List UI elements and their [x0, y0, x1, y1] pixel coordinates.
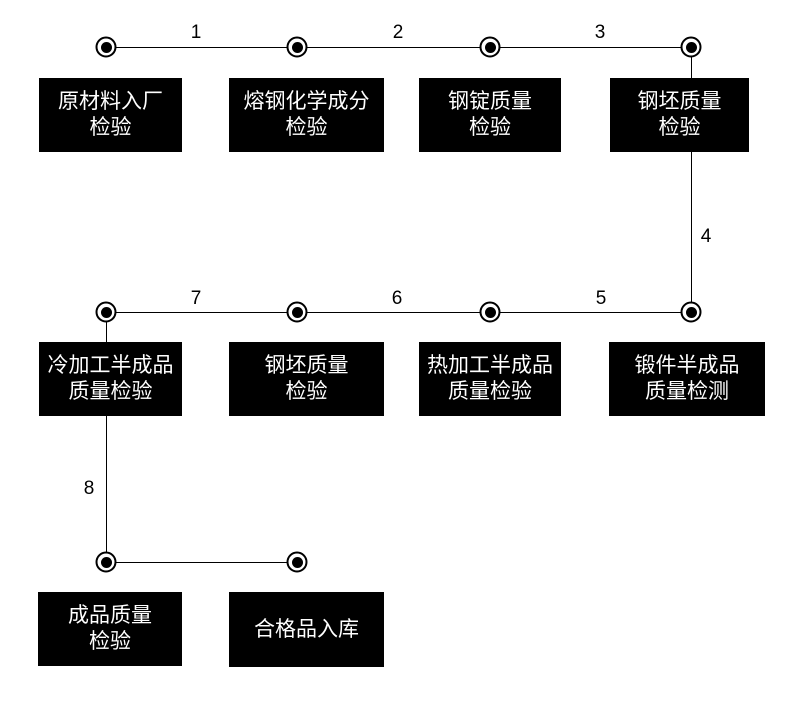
box-cold-worked-semifinished-quality-inspection: 冷加工半成品 质量检验: [39, 342, 182, 416]
connector-node-icon: [286, 301, 308, 323]
edge-line-right-vertical: [691, 47, 692, 312]
box-qualified-product-storage: 合格品入库: [229, 592, 384, 667]
connector-node-icon: [680, 301, 702, 323]
edge-label-8: 8: [83, 478, 95, 499]
connector-node-icon: [95, 551, 117, 573]
edge-line-middle-row: [106, 312, 691, 313]
edge-label-7: 7: [190, 288, 202, 309]
connector-node-icon: [286, 551, 308, 573]
edge-line-bottom-row: [106, 562, 297, 563]
box-raw-material-entry-inspection: 原材料入厂 检验: [39, 78, 182, 152]
box-billet-quality-inspection-top: 钢坯质量 检验: [610, 78, 749, 152]
box-steel-ingot-quality-inspection: 钢锭质量 检验: [419, 78, 561, 152]
box-hot-worked-semifinished-quality-inspection: 热加工半成品 质量检验: [419, 342, 561, 416]
connector-node-icon: [286, 36, 308, 58]
edge-line-left-vertical: [106, 312, 107, 562]
connector-node-icon: [95, 301, 117, 323]
box-billet-quality-inspection-middle: 钢坯质量 检验: [229, 342, 384, 416]
box-finished-product-quality-inspection: 成品质量 检验: [38, 592, 182, 666]
connector-node-icon: [479, 301, 501, 323]
edge-line-top-row: [106, 47, 691, 48]
edge-label-2: 2: [392, 22, 404, 43]
edge-label-1: 1: [190, 22, 202, 43]
connector-node-icon: [680, 36, 702, 58]
box-molten-steel-chemical-composition-inspection: 熔钢化学成分 检验: [229, 78, 384, 152]
edge-label-3: 3: [594, 22, 606, 43]
box-forging-semifinished-quality-testing: 锻件半成品 质量检测: [609, 342, 765, 416]
connector-node-icon: [95, 36, 117, 58]
connector-node-icon: [479, 36, 501, 58]
edge-label-4: 4: [700, 226, 712, 247]
edge-label-6: 6: [391, 288, 403, 309]
edge-label-5: 5: [595, 288, 607, 309]
